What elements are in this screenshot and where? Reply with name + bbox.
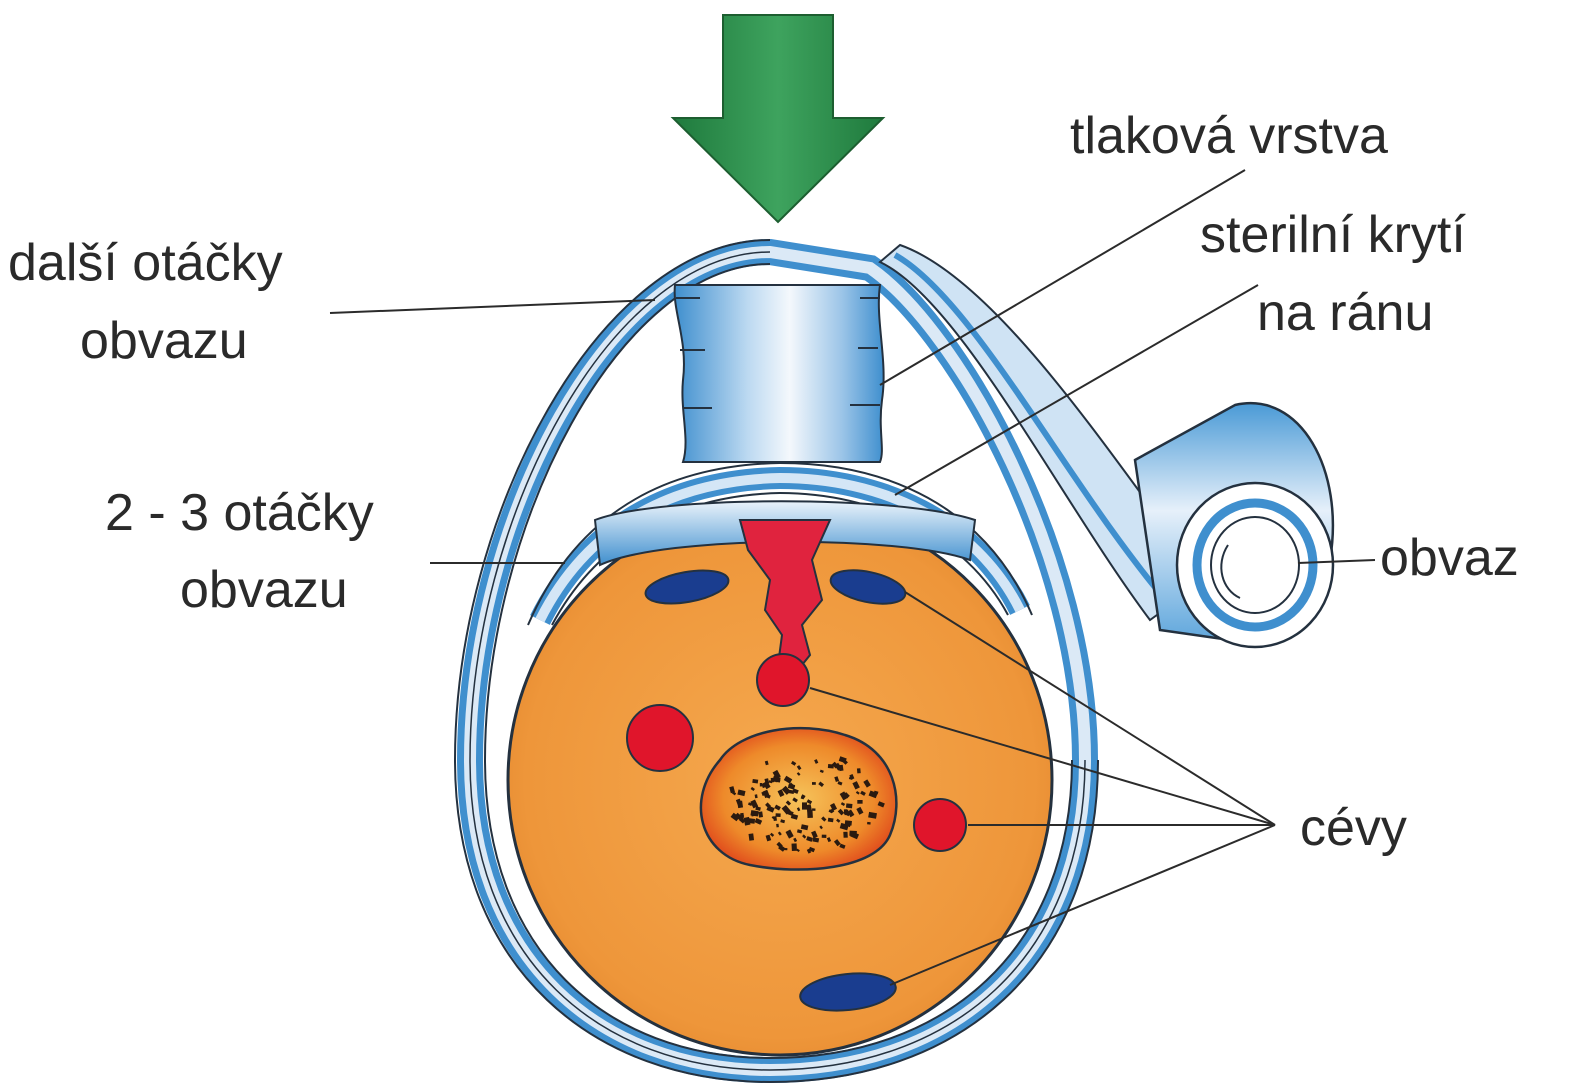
- label-sterile-cover-line2: na ránu: [1257, 284, 1433, 342]
- marrow-speckle: [784, 848, 787, 850]
- label-bandage-roll: obvaz: [1380, 529, 1519, 587]
- pressure-arrow: [673, 15, 883, 222]
- marrow-speckle: [844, 809, 847, 814]
- marrow-speckle: [812, 782, 816, 785]
- marrow-speckle: [773, 816, 777, 821]
- marrow-speckle: [843, 832, 848, 838]
- marrow-speckle: [792, 843, 797, 851]
- marrow-speckle: [857, 800, 862, 804]
- marrow-speckle: [776, 824, 779, 828]
- label-first-turns-line1: 2 - 3 otáčky: [105, 484, 374, 542]
- marrow-speckle: [738, 814, 744, 818]
- marrow-speckle: [857, 768, 861, 773]
- bone: [701, 728, 896, 869]
- marrow-speckle: [845, 820, 852, 825]
- marrow-speckle: [849, 831, 857, 836]
- label-pressure-layer: tlaková vrstva: [1070, 107, 1388, 165]
- marrow-speckle: [752, 779, 758, 784]
- label-further-turns-line1: další otáčky: [8, 234, 283, 292]
- marrow-speckle: [760, 783, 762, 786]
- marrow-speckle: [812, 808, 815, 811]
- marrow-speckle: [749, 833, 754, 840]
- bandage-roll: [1135, 403, 1333, 647]
- marrow-speckle: [867, 822, 871, 825]
- marrow-speckle: [773, 777, 781, 783]
- label-first-turns-line2: obvazu: [180, 561, 348, 619]
- marrow-speckle: [822, 835, 827, 838]
- marrow-speckle: [748, 818, 755, 824]
- pressure-pad: [675, 285, 884, 462]
- marrow-speckle: [828, 818, 834, 822]
- marrow-speckle: [758, 811, 763, 817]
- label-vessels: cévy: [1300, 799, 1407, 857]
- label-sterile-cover-line1: sterilní krytí: [1200, 206, 1466, 264]
- marrow-speckle: [828, 764, 834, 768]
- marrow-speckle: [846, 803, 853, 808]
- label-further-turns-line2: obvazu: [80, 312, 248, 370]
